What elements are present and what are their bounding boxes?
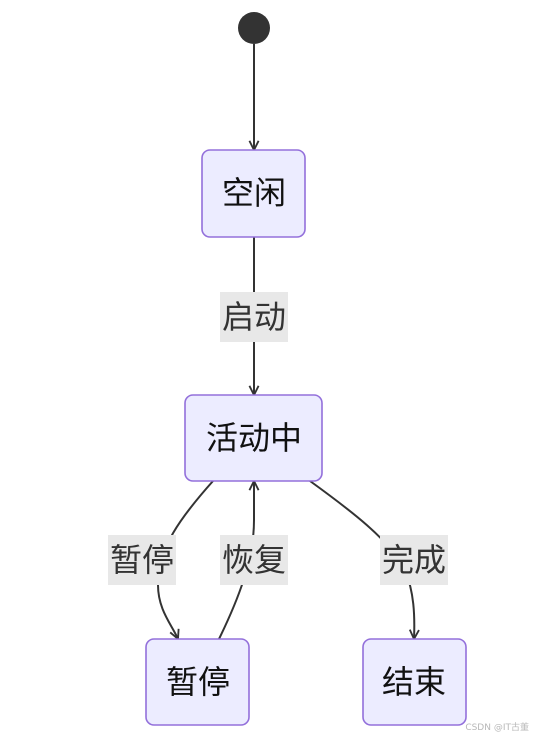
label-active-paused-text: 暂停: [110, 541, 174, 579]
label-active-finished: 完成: [380, 535, 448, 585]
start-node: [238, 12, 270, 44]
state-idle: 空闲: [201, 149, 306, 238]
state-active: 活动中: [184, 394, 323, 482]
state-active-label: 活动中: [206, 419, 302, 457]
state-paused: 暂停: [145, 638, 250, 726]
watermark: CSDN @IT古董: [465, 723, 529, 733]
label-active-paused: 暂停: [108, 535, 176, 585]
label-idle-active: 启动: [220, 292, 288, 342]
state-idle-label: 空闲: [222, 174, 286, 212]
label-paused-active-text: 恢复: [222, 541, 286, 579]
label-active-finished-text: 完成: [382, 541, 446, 579]
state-paused-label: 暂停: [166, 663, 230, 701]
state-finished-label: 结束: [382, 663, 446, 701]
state-finished: 结束: [362, 638, 467, 726]
label-idle-active-text: 启动: [222, 298, 286, 336]
label-paused-active: 恢复: [220, 535, 288, 585]
